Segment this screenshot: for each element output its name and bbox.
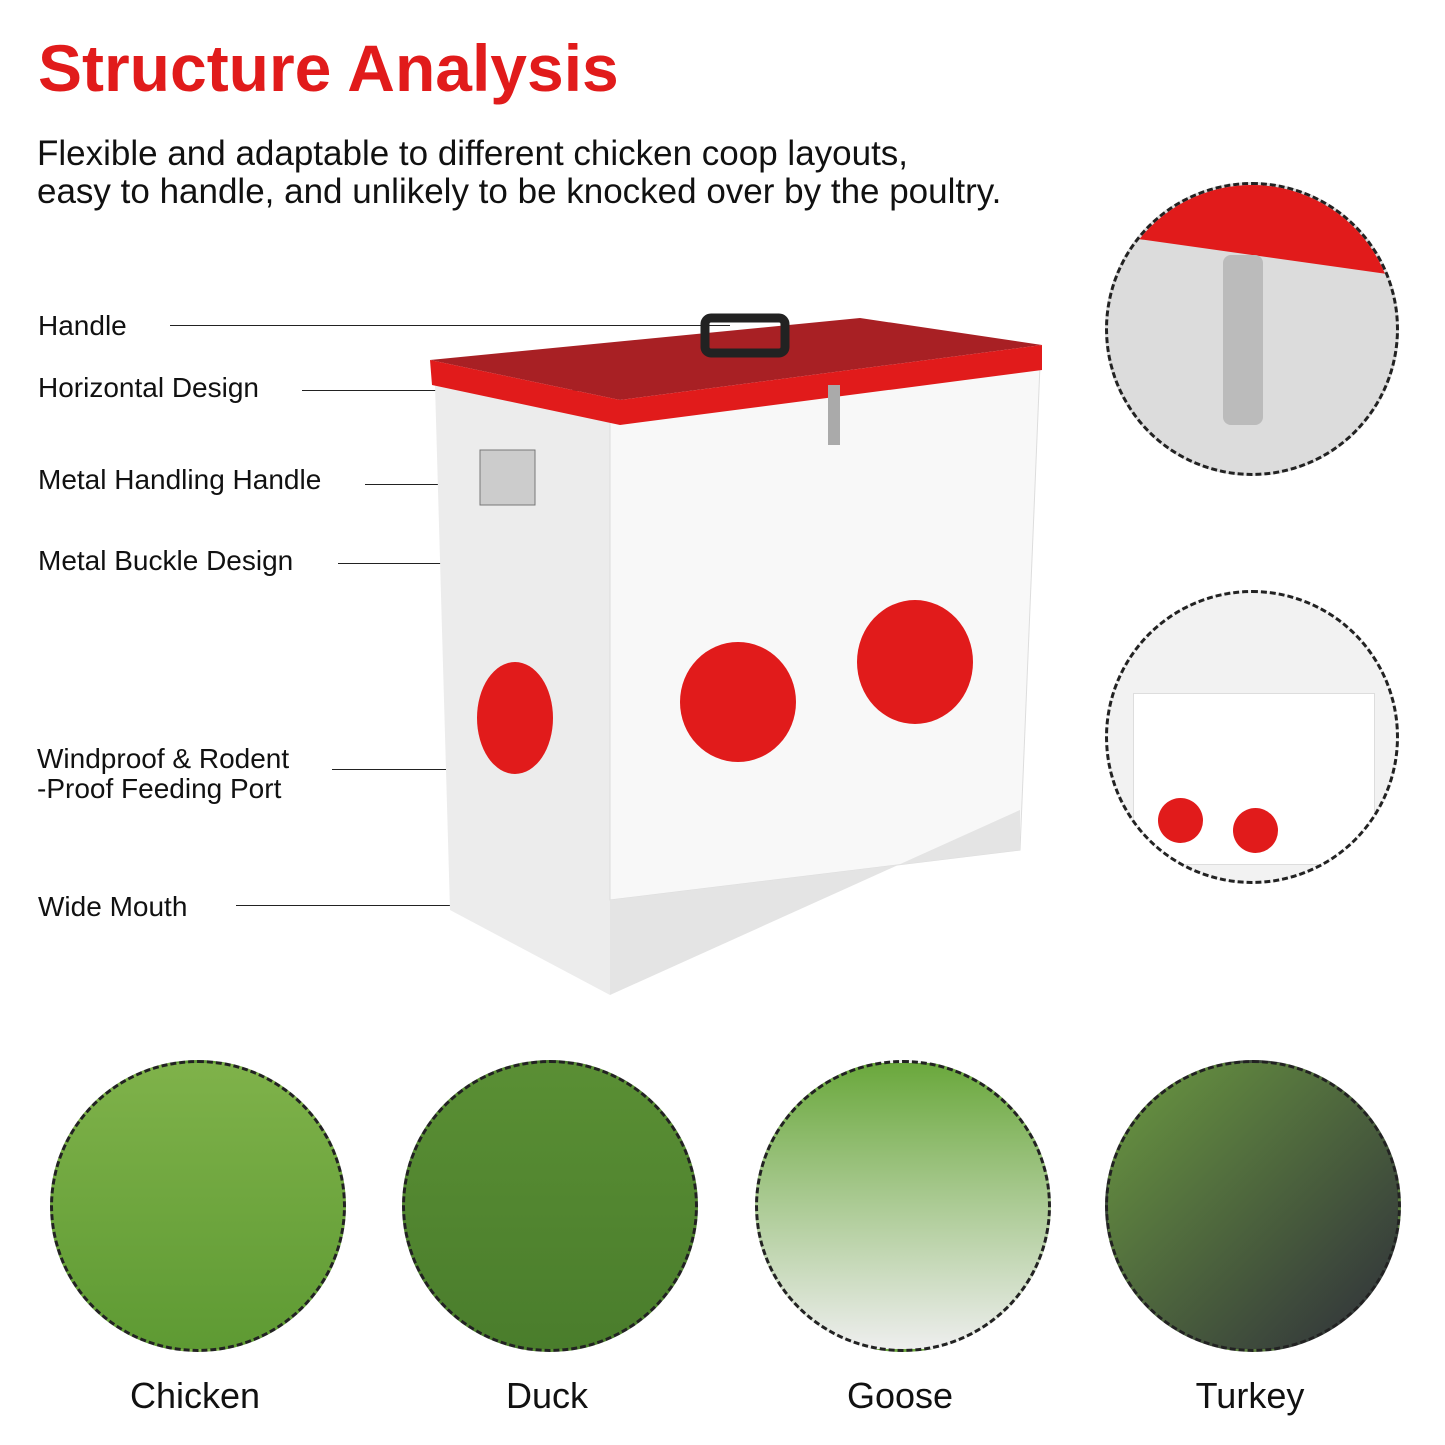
goose-photo xyxy=(755,1060,1051,1352)
label-wide-mouth: Wide Mouth xyxy=(38,891,188,922)
chicken-photo xyxy=(50,1060,346,1352)
page-title: Structure Analysis xyxy=(38,31,619,105)
feeder-detail-circle xyxy=(1105,590,1399,884)
leader-line xyxy=(170,325,730,326)
leader-line xyxy=(332,769,522,770)
caption-turkey: Turkey xyxy=(1195,1375,1305,1416)
subtitle: Flexible and adaptable to different chic… xyxy=(37,135,1001,211)
turkey-photo xyxy=(1105,1060,1401,1352)
label-horizontal-design: Horizontal Design xyxy=(38,372,259,403)
label-metal-handle: Metal Handling Handle xyxy=(38,464,322,495)
caption-chicken: Chicken xyxy=(129,1375,261,1416)
caption-goose: Goose xyxy=(846,1375,954,1416)
label-buckle: Metal Buckle Design xyxy=(38,545,294,576)
caption-duck: Duck xyxy=(505,1375,589,1416)
subtitle-line: easy to handle, and unlikely to be knock… xyxy=(37,172,1002,211)
duck-photo xyxy=(402,1060,698,1352)
buckle-detail-circle xyxy=(1105,182,1399,476)
subtitle-line: Flexible and adaptable to different chic… xyxy=(37,134,909,173)
label-handle: Handle xyxy=(38,310,127,341)
label-feeding-port: Windproof & Rodent-Proof Feeding Port xyxy=(37,744,289,804)
feeder-illustration xyxy=(430,313,1042,995)
label-line: Windproof & Rodent xyxy=(37,743,290,774)
leader-line xyxy=(365,484,485,485)
label-line: -Proof Feeding Port xyxy=(37,773,282,804)
